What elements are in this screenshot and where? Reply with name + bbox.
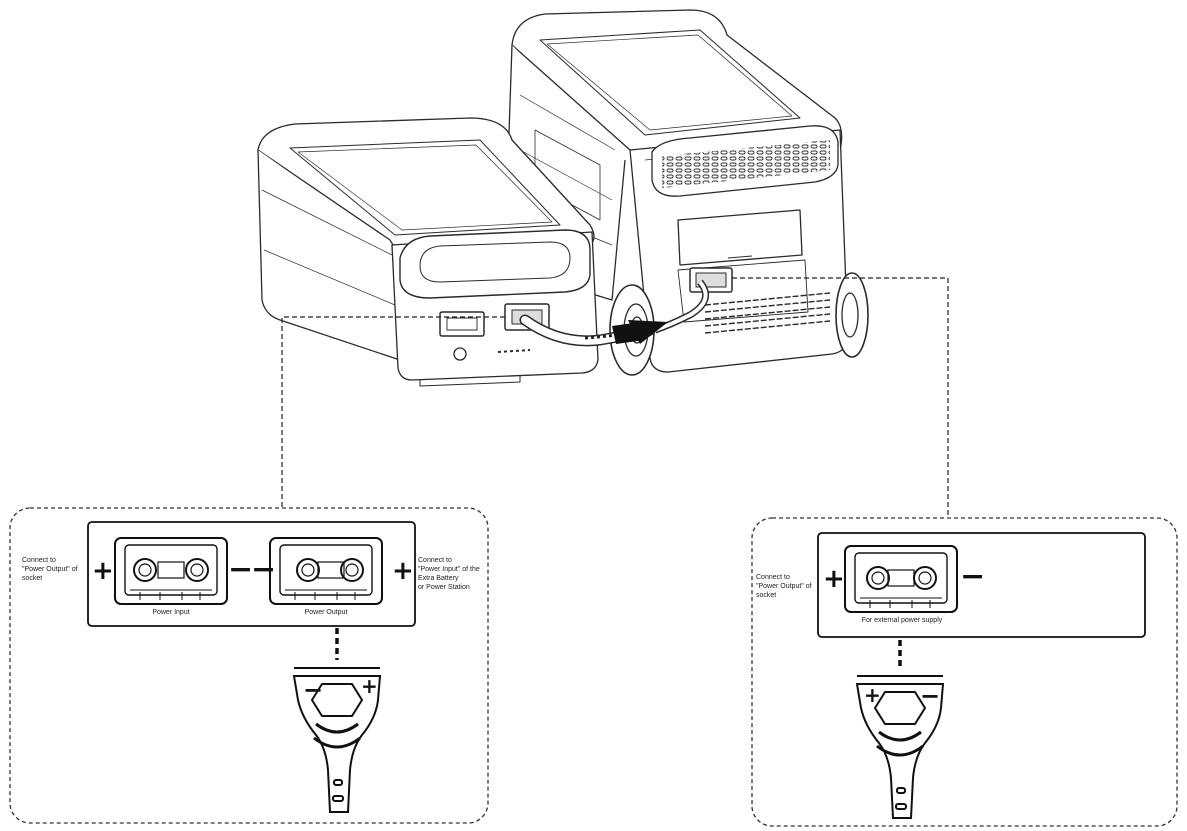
output-plus-sign: + [392, 556, 414, 586]
right-callout-panel [751, 517, 1178, 827]
power-cable-icon [519, 279, 710, 347]
external-supply-port-icon [844, 545, 958, 613]
left-callout-panel [9, 507, 489, 824]
anderson-plug-icon [292, 667, 382, 813]
plug-minus-sign: − [303, 676, 324, 704]
note-line: "Power Output" of [22, 566, 78, 573]
supply-plus-sign: + [823, 564, 845, 594]
note-line: Connect to [418, 557, 452, 564]
note-line: Connect to [756, 574, 790, 581]
extra-battery-unit-icon [257, 117, 599, 387]
note-line: socket [22, 575, 43, 582]
external-supply-caption: For external power supply [861, 617, 943, 624]
power-input-port-icon [114, 537, 228, 605]
note-line: socket [756, 592, 777, 599]
plug-minus-sign: − [920, 682, 941, 710]
leader-lines [281, 277, 949, 518]
left-input-note: Connect to "Power Output" of socket [22, 556, 88, 583]
power-output-port-icon [269, 537, 383, 605]
right-input-note: Connect to "Power Output" of socket [756, 573, 820, 600]
anderson-plug-icon [855, 675, 945, 819]
input-plus-sign: + [92, 556, 114, 586]
output-minus-sign: − [251, 552, 277, 587]
supply-minus-sign: − [960, 559, 986, 594]
note-line: "Power Output" of [756, 583, 812, 590]
left-output-note: Connect to "Power Input" of the Extra Ba… [418, 556, 486, 592]
note-line: Connect to [22, 557, 56, 564]
power-output-caption: Power Output [304, 609, 348, 616]
note-line: or Power Station [418, 584, 470, 591]
power-input-caption: Power Input [152, 609, 190, 616]
note-line: "Power Input" of the Extra Battery [418, 566, 480, 582]
plug-plus-sign: + [864, 683, 881, 707]
input-minus-sign: − [228, 552, 254, 587]
plug-plus-sign: + [361, 674, 378, 698]
